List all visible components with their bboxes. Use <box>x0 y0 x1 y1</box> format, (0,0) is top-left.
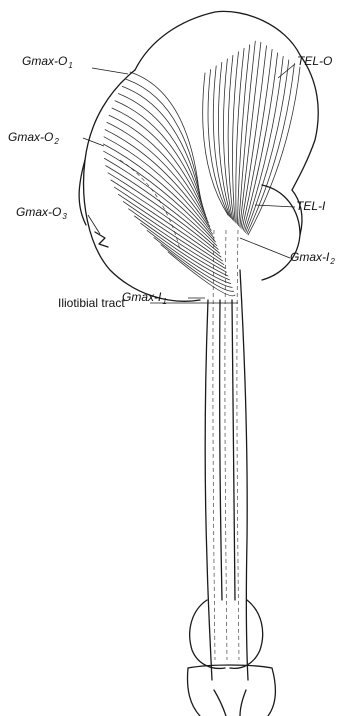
label-gmax-o3: Gmax-O3 <box>16 205 67 224</box>
tel-fiber <box>247 64 295 234</box>
leader-gmax-o1 <box>92 68 128 74</box>
tract-dashed-line <box>213 230 215 660</box>
label-gmax-o2-main: Gmax-O <box>8 130 53 144</box>
gmax-fiber <box>105 130 211 231</box>
label-gmax-i1-sub: 1 <box>162 297 166 306</box>
label-gmax-o1-sub: 1 <box>68 61 72 70</box>
label-tel-o: TEL-O <box>297 54 332 68</box>
muscle-outline <box>79 11 318 716</box>
label-gmax-i1: Gmax-I1 <box>122 290 167 309</box>
label-gmax-o3-sub: 3 <box>62 212 66 221</box>
label-gmax-o1: Gmax-O1 <box>22 54 73 73</box>
label-tel-i: TEL-I <box>296 199 325 213</box>
gmax-fiber <box>111 180 221 257</box>
gmax-fiber <box>106 166 218 250</box>
leader-gmax-o2 <box>83 138 104 146</box>
label-gmax-o2: Gmax-O2 <box>8 130 59 149</box>
tel-fiber <box>241 46 267 228</box>
gmax-fiber <box>123 202 225 269</box>
tel-fiber <box>248 67 300 235</box>
tel-fiber <box>208 70 229 217</box>
gmax-fiber <box>108 173 220 253</box>
tract-dashed-line <box>237 230 239 660</box>
label-gmax-i2-sub: 2 <box>330 257 334 266</box>
label-gmax-i2-main: Gmax-I <box>290 250 329 264</box>
label-gmax-i2: Gmax-I2 <box>290 250 335 269</box>
leader-tel-i <box>255 205 295 207</box>
label-gmax-o2-sub: 2 <box>54 137 58 146</box>
muscle-fibers <box>103 72 235 296</box>
tel-fibers <box>203 41 300 235</box>
leader-gmax-i2 <box>240 238 290 258</box>
label-gmax-o3-main: Gmax-O <box>16 205 61 219</box>
tel-fiber <box>243 53 277 230</box>
label-gmax-i1-main: Gmax-I <box>122 290 161 304</box>
gmax-fiber <box>114 187 222 261</box>
label-iliotibial-tract: Iliotibial tract <box>58 296 125 310</box>
label-gmax-o1-main: Gmax-O <box>22 54 67 68</box>
